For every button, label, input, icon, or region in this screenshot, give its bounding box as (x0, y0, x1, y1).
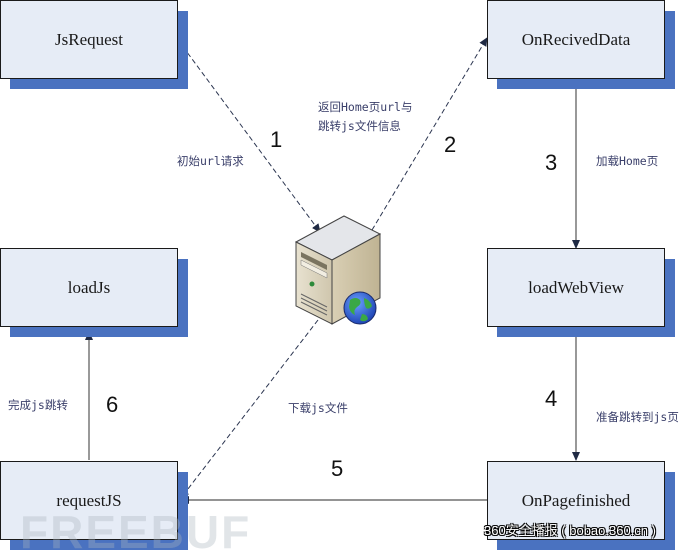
node-label: loadWebView (528, 277, 624, 297)
node-onpagefinished: OnPagefinished (487, 461, 665, 540)
edge-step-2 (371, 37, 488, 231)
step-label-2-line1: 返回Home页url与 (318, 100, 413, 114)
edge-step-1 (177, 39, 321, 233)
node-label: loadJs (67, 277, 111, 297)
node-label: JsRequest (55, 29, 123, 49)
node-label: OnPagefinished (521, 490, 631, 510)
edge-download-js (180, 319, 319, 499)
step-number-2: 2 (444, 132, 457, 157)
server-globe-icon (294, 215, 382, 325)
node-onrecived-data: OnRecivedData (487, 0, 665, 79)
step-label-2-line2: 跳转js文件信息 (318, 119, 401, 133)
node-loadjs: loadJs (0, 248, 178, 327)
node-requestjs: requestJS (0, 461, 178, 540)
step-number-5: 5 (331, 456, 344, 481)
node-label: OnRecivedData (521, 29, 631, 49)
step-number-3: 3 (545, 150, 558, 175)
node-label: requestJS (56, 490, 122, 510)
credit-watermark: 360安全播报 ( bobao.360.cn ) (484, 523, 656, 538)
step-label-6: 完成js跳转 (8, 398, 68, 412)
freebuf-watermark: FREEBUF (20, 506, 252, 558)
step-label-4: 准备跳转到js页 (596, 410, 679, 424)
step-number-6: 6 (106, 392, 119, 417)
step-label-3: 加载Home页 (596, 154, 659, 168)
node-jsrequest: JsRequest (0, 0, 178, 79)
node-loadwebview: loadWebView (487, 248, 665, 327)
step-number-4: 4 (545, 386, 558, 411)
step-number-1: 1 (270, 127, 283, 152)
step-label-5: 下载js文件 (288, 401, 348, 415)
step-label-1: 初始url请求 (177, 154, 244, 168)
